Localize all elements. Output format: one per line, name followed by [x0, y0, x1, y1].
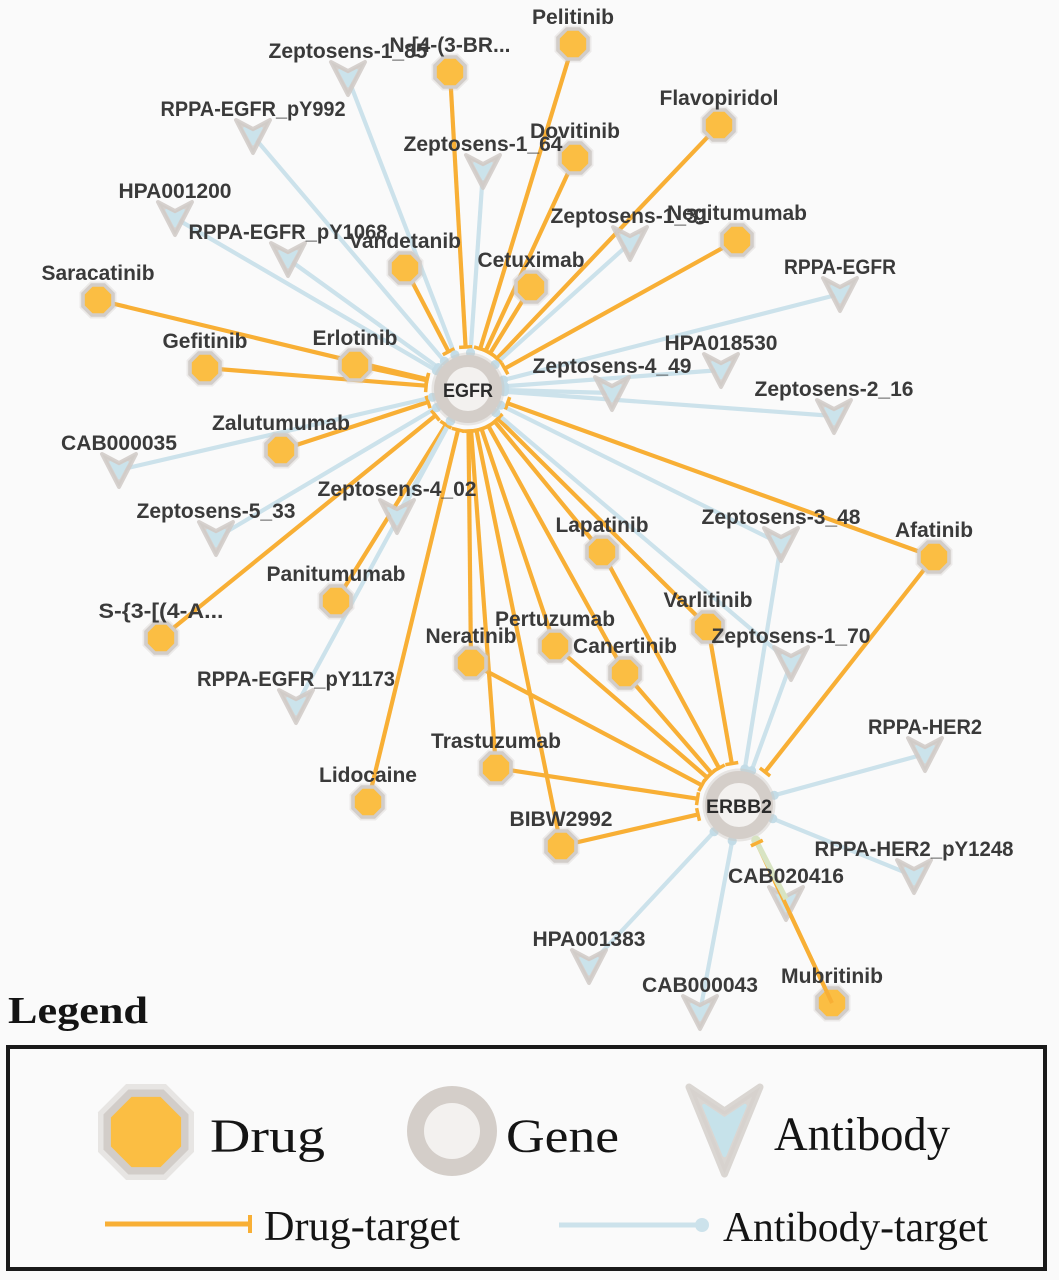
svg-text:HPA018530: HPA018530: [665, 332, 778, 355]
svg-text:Gene: Gene: [506, 1110, 619, 1163]
svg-text:Dovitinib: Dovitinib: [530, 120, 620, 143]
svg-text:Negitumumab: Negitumumab: [667, 202, 807, 225]
svg-text:Lapatinib: Lapatinib: [556, 514, 649, 537]
svg-text:RPPA-EGFR: RPPA-EGFR: [784, 256, 896, 279]
svg-text:EGFR: EGFR: [443, 381, 493, 402]
svg-text:HPA001200: HPA001200: [119, 180, 232, 203]
svg-text:RPPA-EGFR_pY1173: RPPA-EGFR_pY1173: [197, 668, 395, 691]
svg-text:Pertuzumab: Pertuzumab: [495, 608, 615, 631]
svg-text:CAB000035: CAB000035: [61, 432, 177, 455]
svg-text:RPPA-HER2: RPPA-HER2: [868, 716, 982, 739]
svg-text:Zalutumumab: Zalutumumab: [212, 412, 350, 435]
svg-text:RPPA-HER2_pY1248: RPPA-HER2_pY1248: [815, 838, 1014, 861]
svg-text:S-{3-[(4-A...: S-{3-[(4-A...: [99, 600, 224, 623]
svg-text:Canertinib: Canertinib: [573, 635, 677, 658]
svg-text:Antibody-target: Antibody-target: [723, 1205, 988, 1251]
svg-text:RPPA-EGFR_pY1068: RPPA-EGFR_pY1068: [189, 221, 388, 244]
svg-text:Zeptosens-5_33: Zeptosens-5_33: [137, 500, 296, 523]
svg-text:CAB020416: CAB020416: [728, 865, 844, 888]
svg-text:BIBW2992: BIBW2992: [510, 808, 613, 831]
svg-text:Trastuzumab: Trastuzumab: [431, 730, 561, 753]
svg-text:Lidocaine: Lidocaine: [319, 764, 417, 787]
svg-text:Zeptosens-1_64: Zeptosens-1_64: [404, 133, 563, 156]
svg-text:Zeptosens-4_02: Zeptosens-4_02: [318, 478, 477, 501]
svg-text:Zeptosens-2_16: Zeptosens-2_16: [755, 378, 914, 401]
svg-text:HPA001383: HPA001383: [533, 928, 646, 951]
svg-text:Varlitinib: Varlitinib: [664, 589, 753, 612]
svg-text:N-[4-(3-BR...: N-[4-(3-BR...: [390, 34, 511, 57]
svg-text:Vandetanib: Vandetanib: [349, 230, 461, 253]
svg-text:Erlotinib: Erlotinib: [313, 327, 398, 350]
svg-text:RPPA-EGFR_pY992: RPPA-EGFR_pY992: [161, 98, 346, 121]
svg-text:Mubritinib: Mubritinib: [781, 965, 883, 988]
svg-text:Antibody: Antibody: [774, 1108, 950, 1161]
svg-text:Zeptosens-1_85: Zeptosens-1_85: [269, 40, 428, 63]
svg-text:Drug: Drug: [210, 1110, 325, 1163]
svg-text:CAB000043: CAB000043: [642, 974, 758, 997]
svg-text:Zeptosens-3_48: Zeptosens-3_48: [702, 506, 861, 529]
svg-text:ERBB2: ERBB2: [706, 797, 772, 818]
svg-text:Saracatinib: Saracatinib: [42, 262, 155, 285]
svg-text:Cetuximab: Cetuximab: [478, 249, 585, 272]
svg-text:Zeptosens-1_31: Zeptosens-1_31: [551, 205, 710, 228]
svg-text:Pelitinib: Pelitinib: [532, 6, 614, 29]
svg-text:Gefitinib: Gefitinib: [163, 330, 248, 353]
svg-text:Legend: Legend: [8, 990, 148, 1032]
svg-text:Flavopiridol: Flavopiridol: [660, 87, 779, 110]
svg-text:Neratinib: Neratinib: [426, 625, 517, 648]
svg-text:Zeptosens-4_49: Zeptosens-4_49: [533, 355, 692, 378]
svg-text:Drug-target: Drug-target: [264, 1204, 460, 1250]
svg-text:Panitumumab: Panitumumab: [267, 563, 406, 586]
svg-text:Afatinib: Afatinib: [895, 519, 973, 542]
svg-text:Zeptosens-1_70: Zeptosens-1_70: [712, 625, 871, 648]
